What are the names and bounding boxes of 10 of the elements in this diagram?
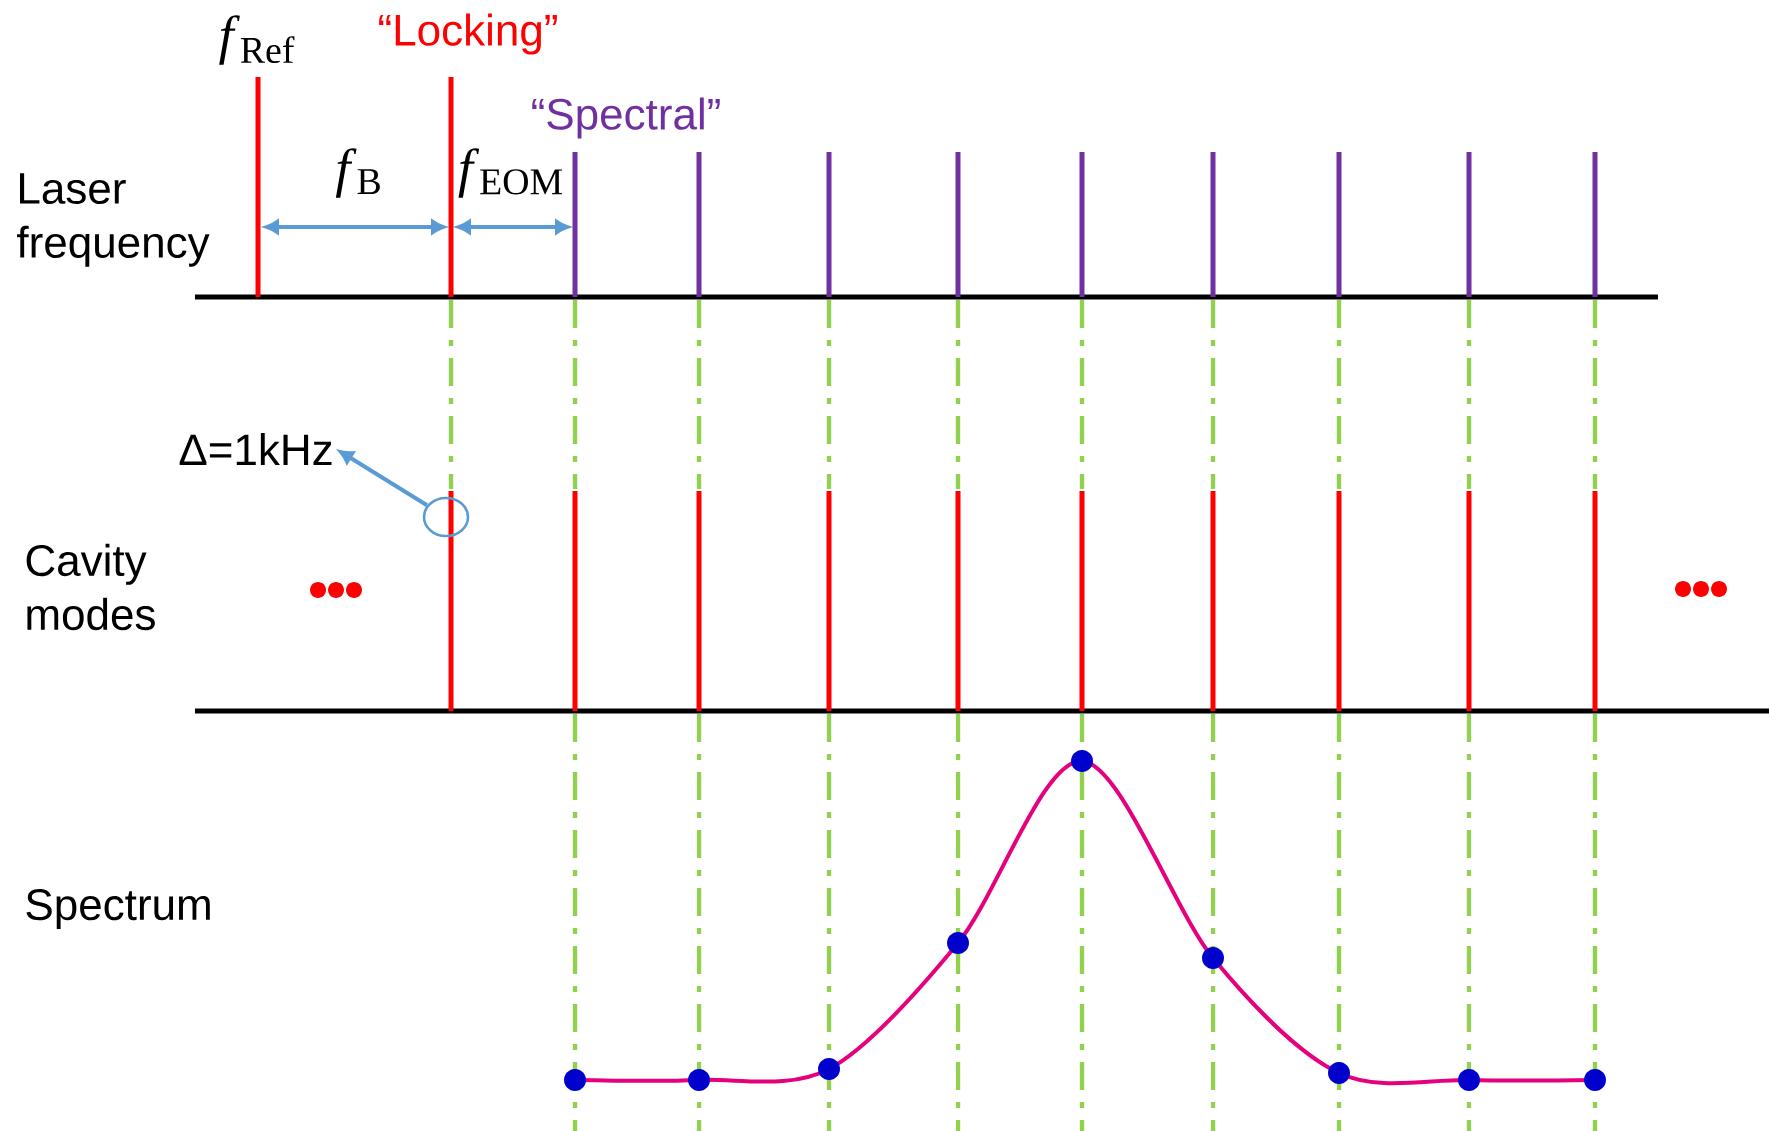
spacing-label: f$_{B}$: [335, 148, 380, 198]
highlight-ellipse: [422, 496, 470, 538]
callout-text: Δ=1kHz: [179, 433, 332, 465]
frequency-label: f$_{Ref}$: [219, 15, 295, 65]
row-label: Cavity modes: [26, 543, 155, 631]
spacing-label: f$_{EOM}$: [458, 148, 562, 198]
row-label: Spectrum: [26, 889, 210, 929]
line-label: “Spectral”: [532, 97, 720, 139]
line-label: “Locking”: [379, 13, 557, 55]
row-label: Laser frequency: [17, 173, 210, 267]
